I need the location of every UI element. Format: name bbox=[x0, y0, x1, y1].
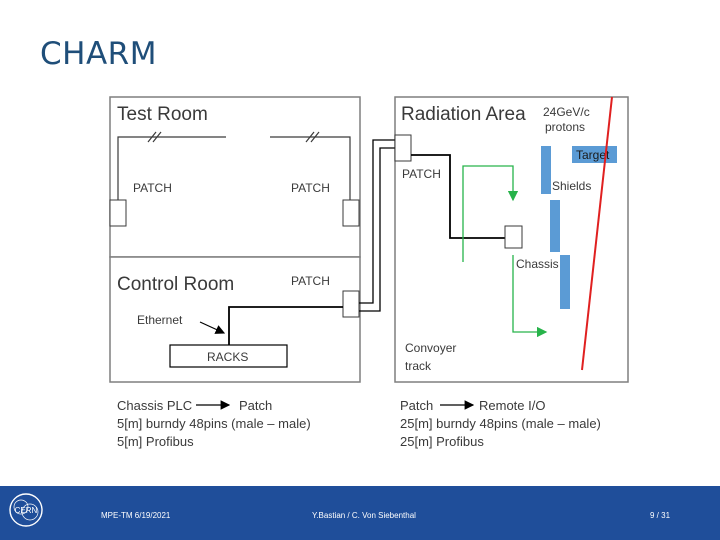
cable-break-icon bbox=[147, 131, 320, 143]
conveyor-track-inner bbox=[512, 255, 548, 338]
beam-energy-label: 24GeV/c bbox=[543, 105, 590, 119]
ethernet-label: Ethernet bbox=[137, 313, 183, 327]
shield-block-2 bbox=[550, 200, 560, 252]
footer-bar: CERN MPE-TM 6/19/2021 Y.Bastian / C. Von… bbox=[0, 486, 720, 540]
radiation-area-cable bbox=[411, 154, 505, 239]
conveyor-label-line1: Convoyer bbox=[405, 341, 456, 355]
inter-room-cable-outer bbox=[359, 139, 395, 304]
slide-title: CHARM bbox=[40, 36, 157, 72]
legend-right-line3: 25[m] Profibus bbox=[400, 434, 484, 449]
shields-label: Shields bbox=[552, 179, 591, 193]
inter-room-cable-inner bbox=[359, 147, 395, 312]
test-room-cable-right bbox=[270, 136, 351, 200]
ethernet-arrow bbox=[199, 321, 226, 334]
conveyor-track-outer bbox=[462, 165, 519, 262]
radiation-area-patch bbox=[394, 134, 412, 162]
legend-left-line3: 5[m] Profibus bbox=[117, 434, 194, 449]
test-room-label: Test Room bbox=[117, 104, 208, 125]
control-room-patch-label: PATCH bbox=[291, 274, 330, 288]
control-room-label: Control Room bbox=[117, 274, 234, 295]
legend-right-line2: 25[m] burndy 48pins (male – male) bbox=[400, 416, 601, 431]
target-label: Target bbox=[576, 148, 610, 162]
control-room-cable bbox=[228, 306, 343, 345]
racks-box bbox=[169, 344, 288, 368]
legend-left-from: Chassis PLC bbox=[117, 398, 192, 413]
footer-page-number: 9 / 31 bbox=[650, 511, 671, 520]
racks-label: RACKS bbox=[207, 350, 248, 364]
shield-block-3 bbox=[560, 255, 570, 309]
proton-beam-line bbox=[581, 96, 613, 371]
beam-particle-label: protons bbox=[545, 120, 585, 134]
charm-diagram: Test Room Control Room Radiation Area PA… bbox=[109, 96, 629, 449]
radiation-area-label: Radiation Area bbox=[401, 104, 526, 125]
chassis-label: Chassis bbox=[516, 257, 559, 271]
footer-authors: Y.Bastian / C. Von Siebenthal bbox=[312, 511, 416, 520]
legend-right-to: Remote I/O bbox=[479, 398, 545, 413]
cern-logo-icon: CERN bbox=[9, 493, 43, 527]
test-room-patch-right bbox=[342, 199, 360, 227]
legend-left-line2: 5[m] burndy 48pins (male – male) bbox=[117, 416, 311, 431]
test-room-patch-right-label: PATCH bbox=[291, 181, 330, 195]
test-room-patch-left-label: PATCH bbox=[133, 181, 172, 195]
footer-date: MPE-TM 6/19/2021 bbox=[101, 511, 171, 520]
test-room-cable-left bbox=[117, 136, 226, 200]
shield-block-1 bbox=[541, 146, 551, 194]
svg-text:CERN: CERN bbox=[15, 506, 38, 515]
conveyor-label-line2: track bbox=[405, 359, 432, 373]
chassis-box bbox=[504, 225, 523, 249]
radiation-area-patch-label: PATCH bbox=[402, 167, 441, 181]
legend-right-from: Patch bbox=[400, 398, 433, 413]
test-room-box bbox=[109, 96, 361, 258]
test-room-patch-left bbox=[109, 199, 127, 227]
control-room-patch bbox=[342, 290, 360, 318]
legend-left-to: Patch bbox=[239, 398, 272, 413]
